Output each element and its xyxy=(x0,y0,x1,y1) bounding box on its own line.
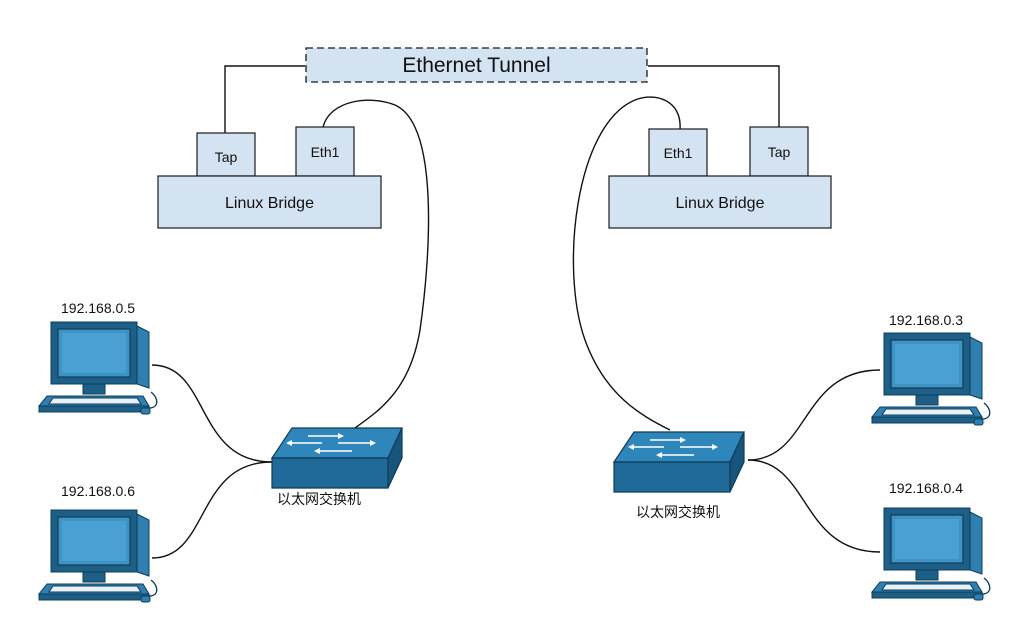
linux-bridge-right: Eth1 Tap Linux Bridge xyxy=(608,126,832,229)
wire-right-eth1-switch xyxy=(572,96,681,431)
ethernet-tunnel-label: Ethernet Tunnel xyxy=(402,54,550,77)
switch-left-icon xyxy=(271,427,403,489)
host-192-168-0-5: 192.168.0.5 xyxy=(38,300,158,415)
linux-bridge-right-label: Linux Bridge xyxy=(676,195,765,212)
wire-pc3-switch xyxy=(747,369,881,461)
eth1-port-left xyxy=(295,126,355,177)
linux-bridge-right-box xyxy=(608,175,832,229)
tap-port-right-label: Tap xyxy=(768,144,791,160)
computer-icon xyxy=(38,509,158,603)
tap-port-left-label: Tap xyxy=(215,149,238,165)
wire-pc4-switch xyxy=(747,459,881,553)
host-192-168-0-3: 192.168.0.3 xyxy=(871,312,991,426)
wire-tunnel-left-tap xyxy=(224,65,305,133)
computer-icon xyxy=(871,507,991,601)
host-ip-label: 192.168.0.6 xyxy=(61,483,135,499)
linux-bridge-left: Tap Eth1 Linux Bridge xyxy=(157,126,382,229)
computer-icon xyxy=(871,332,991,426)
host-ip-label: 192.168.0.4 xyxy=(889,480,963,496)
linux-bridge-left-label: Linux Bridge xyxy=(225,195,314,212)
eth1-port-left-label: Eth1 xyxy=(311,144,340,160)
wire-tunnel-right-tap xyxy=(648,65,780,127)
host-ip-label: 192.168.0.3 xyxy=(889,312,963,328)
computer-icon xyxy=(38,321,158,415)
eth1-port-right-label: Eth1 xyxy=(664,145,693,161)
ethernet-switch-left: 以太网交换机 xyxy=(271,427,403,507)
switch-left-label: 以太网交换机 xyxy=(277,491,361,507)
linux-bridge-left-box xyxy=(157,175,382,229)
eth1-port-right xyxy=(648,128,708,177)
ethernet-switch-right: 以太网交换机 xyxy=(613,431,745,520)
switch-right-icon xyxy=(613,431,745,493)
wire-pc6-switch xyxy=(151,461,273,559)
switch-right-label: 以太网交换机 xyxy=(636,504,720,520)
wire-pc5-switch xyxy=(151,364,273,463)
tap-port-right xyxy=(749,126,809,177)
host-ip-label: 192.168.0.5 xyxy=(61,300,135,316)
host-192-168-0-6: 192.168.0.6 xyxy=(38,483,158,603)
host-192-168-0-4: 192.168.0.4 xyxy=(871,480,991,601)
wires xyxy=(151,65,881,559)
ethernet-tunnel: Ethernet Tunnel xyxy=(305,47,648,83)
wire-left-eth1-switch xyxy=(322,99,430,429)
